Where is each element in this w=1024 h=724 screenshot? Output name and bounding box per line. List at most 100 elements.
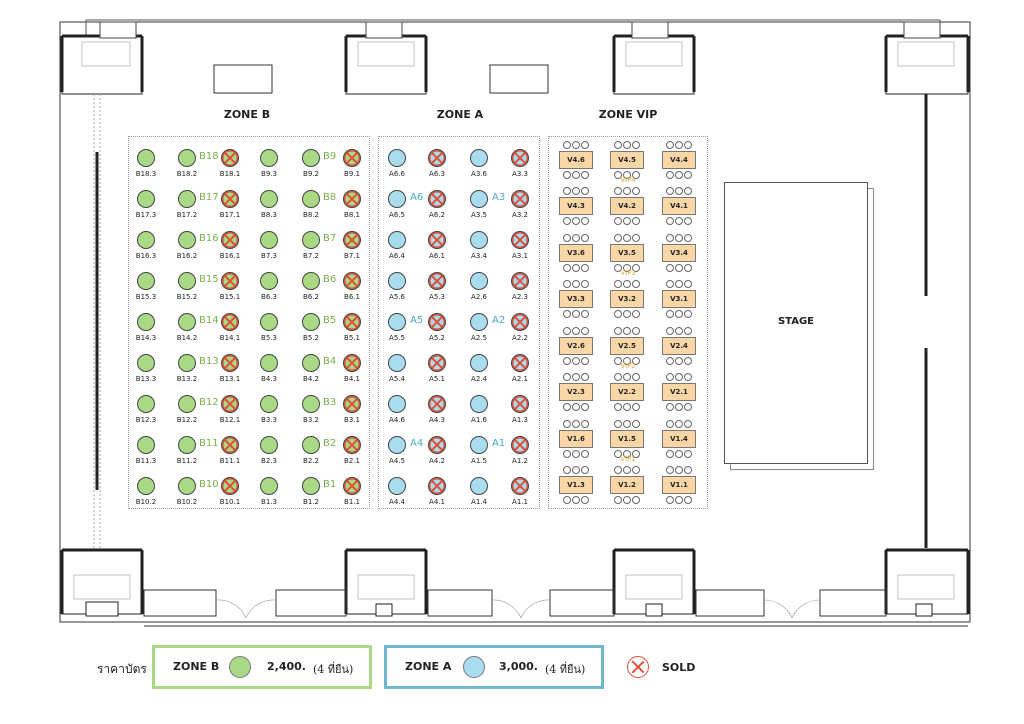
zone-b-seat[interactable] xyxy=(302,313,320,331)
vip-chair[interactable] xyxy=(675,141,683,149)
zone-a-seat[interactable] xyxy=(470,477,488,495)
vip-chair[interactable] xyxy=(623,420,631,428)
vip-chair[interactable] xyxy=(666,327,674,335)
vip-chair[interactable] xyxy=(675,420,683,428)
vip-chair[interactable] xyxy=(684,280,692,288)
vip-chair[interactable] xyxy=(563,234,571,242)
zone-b-seat[interactable] xyxy=(178,190,196,208)
vip-chair[interactable] xyxy=(581,327,589,335)
vip-table[interactable]: V2.2 xyxy=(610,383,644,401)
zone-b-seat[interactable] xyxy=(178,395,196,413)
zone-b-seat[interactable] xyxy=(178,149,196,167)
zone-b-seat[interactable] xyxy=(137,354,155,372)
zone-a-seat[interactable] xyxy=(428,272,446,290)
vip-table[interactable]: V1.6 xyxy=(559,430,593,448)
vip-chair[interactable] xyxy=(623,141,631,149)
vip-chair[interactable] xyxy=(563,280,571,288)
vip-chair[interactable] xyxy=(581,310,589,318)
vip-chair[interactable] xyxy=(614,141,622,149)
vip-table[interactable]: V1.4 xyxy=(662,430,696,448)
vip-chair[interactable] xyxy=(581,187,589,195)
vip-chair[interactable] xyxy=(572,450,580,458)
zone-b-seat[interactable] xyxy=(137,272,155,290)
vip-chair[interactable] xyxy=(684,141,692,149)
zone-b-seat[interactable] xyxy=(302,190,320,208)
vip-chair[interactable] xyxy=(623,450,631,458)
vip-chair[interactable] xyxy=(623,280,631,288)
vip-chair[interactable] xyxy=(563,171,571,179)
vip-chair[interactable] xyxy=(675,403,683,411)
vip-chair[interactable] xyxy=(675,357,683,365)
zone-b-seat[interactable] xyxy=(260,395,278,413)
vip-chair[interactable] xyxy=(572,234,580,242)
vip-chair[interactable] xyxy=(581,141,589,149)
vip-chair[interactable] xyxy=(675,264,683,272)
zone-b-seat[interactable] xyxy=(343,436,361,454)
vip-chair[interactable] xyxy=(581,171,589,179)
vip-chair[interactable] xyxy=(614,357,622,365)
vip-chair[interactable] xyxy=(623,373,631,381)
vip-chair[interactable] xyxy=(684,310,692,318)
vip-chair[interactable] xyxy=(675,310,683,318)
vip-chair[interactable] xyxy=(623,403,631,411)
zone-a-seat[interactable] xyxy=(428,231,446,249)
zone-b-seat[interactable] xyxy=(343,149,361,167)
zone-a-seat[interactable] xyxy=(511,354,529,372)
vip-chair[interactable] xyxy=(675,171,683,179)
zone-a-seat[interactable] xyxy=(388,436,406,454)
vip-chair[interactable] xyxy=(684,496,692,504)
vip-chair[interactable] xyxy=(572,280,580,288)
vip-chair[interactable] xyxy=(666,496,674,504)
vip-chair[interactable] xyxy=(614,234,622,242)
zone-a-seat[interactable] xyxy=(511,395,529,413)
zone-b-seat[interactable] xyxy=(343,231,361,249)
vip-chair[interactable] xyxy=(581,234,589,242)
vip-table[interactable]: V3.3 xyxy=(559,290,593,308)
vip-table[interactable]: V1.2 xyxy=(610,476,644,494)
zone-b-seat[interactable] xyxy=(343,354,361,372)
zone-b-seat[interactable] xyxy=(221,149,239,167)
zone-a-seat[interactable] xyxy=(511,190,529,208)
zone-b-seat[interactable] xyxy=(260,354,278,372)
vip-chair[interactable] xyxy=(572,187,580,195)
vip-chair[interactable] xyxy=(572,373,580,381)
vip-table[interactable]: V1.5 xyxy=(610,430,644,448)
zone-b-seat[interactable] xyxy=(343,477,361,495)
zone-b-seat[interactable] xyxy=(343,190,361,208)
zone-b-seat[interactable] xyxy=(221,354,239,372)
zone-a-seat[interactable] xyxy=(470,231,488,249)
vip-table[interactable]: V3.6 xyxy=(559,244,593,262)
vip-chair[interactable] xyxy=(572,496,580,504)
zone-b-seat[interactable] xyxy=(302,354,320,372)
vip-chair[interactable] xyxy=(572,141,580,149)
vip-table[interactable]: V4.4 xyxy=(662,151,696,169)
vip-table[interactable]: V2.3 xyxy=(559,383,593,401)
zone-a-seat[interactable] xyxy=(470,436,488,454)
zone-a-seat[interactable] xyxy=(428,395,446,413)
zone-b-seat[interactable] xyxy=(137,436,155,454)
vip-chair[interactable] xyxy=(666,466,674,474)
vip-chair[interactable] xyxy=(666,403,674,411)
vip-chair[interactable] xyxy=(684,466,692,474)
vip-chair[interactable] xyxy=(623,310,631,318)
zone-b-seat[interactable] xyxy=(221,436,239,454)
vip-chair[interactable] xyxy=(684,327,692,335)
zone-b-seat[interactable] xyxy=(302,231,320,249)
vip-chair[interactable] xyxy=(666,234,674,242)
vip-chair[interactable] xyxy=(614,280,622,288)
zone-a-seat[interactable] xyxy=(511,477,529,495)
vip-chair[interactable] xyxy=(581,280,589,288)
vip-chair[interactable] xyxy=(623,327,631,335)
zone-b-seat[interactable] xyxy=(260,313,278,331)
vip-chair[interactable] xyxy=(666,310,674,318)
vip-chair[interactable] xyxy=(563,310,571,318)
vip-chair[interactable] xyxy=(675,466,683,474)
vip-chair[interactable] xyxy=(614,373,622,381)
vip-chair[interactable] xyxy=(614,171,622,179)
vip-chair[interactable] xyxy=(563,450,571,458)
zone-b-seat[interactable] xyxy=(260,149,278,167)
vip-chair[interactable] xyxy=(684,403,692,411)
zone-b-seat[interactable] xyxy=(221,231,239,249)
vip-table[interactable]: V2.4 xyxy=(662,337,696,355)
vip-chair[interactable] xyxy=(623,357,631,365)
